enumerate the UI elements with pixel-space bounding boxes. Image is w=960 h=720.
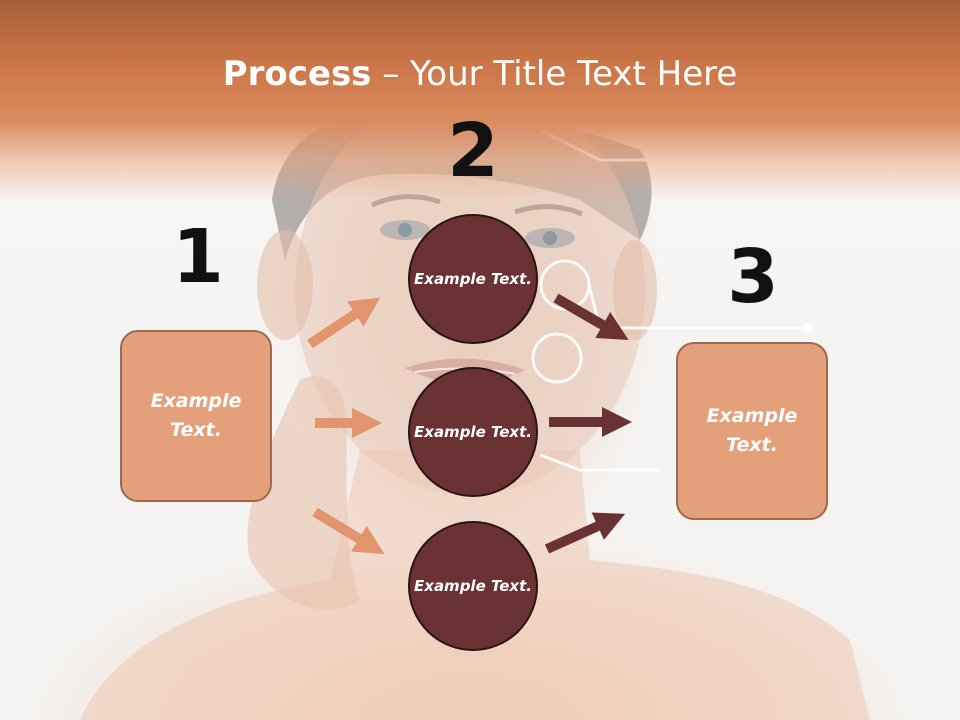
circle-top: Example Text. xyxy=(408,214,538,344)
step-3-label: Example Text. xyxy=(706,405,798,456)
step-number-3: 3 xyxy=(727,234,779,320)
title-bar xyxy=(0,0,960,200)
step-1-box: Example Text. xyxy=(120,330,272,502)
circle-middle: Example Text. xyxy=(408,367,538,497)
arrow-circle3-to-box2 xyxy=(544,512,626,554)
step-number-1: 1 xyxy=(172,214,224,300)
step-3-box: Example Text. xyxy=(676,342,828,520)
circle-top-label: Example Text. xyxy=(414,269,532,288)
step-1-label: Example Text. xyxy=(150,390,242,441)
arrow-box1-to-circle1 xyxy=(307,297,381,349)
arrow-box1-to-circle3 xyxy=(312,507,385,555)
page-title: Process – Your Title Text Here xyxy=(222,54,738,94)
step-number-2: 2 xyxy=(447,108,499,194)
arrow-circle1-to-box2 xyxy=(553,293,629,341)
circle-middle-label: Example Text. xyxy=(414,422,532,441)
circle-bottom: Example Text. xyxy=(408,521,538,651)
circle-bottom-label: Example Text. xyxy=(414,576,532,595)
